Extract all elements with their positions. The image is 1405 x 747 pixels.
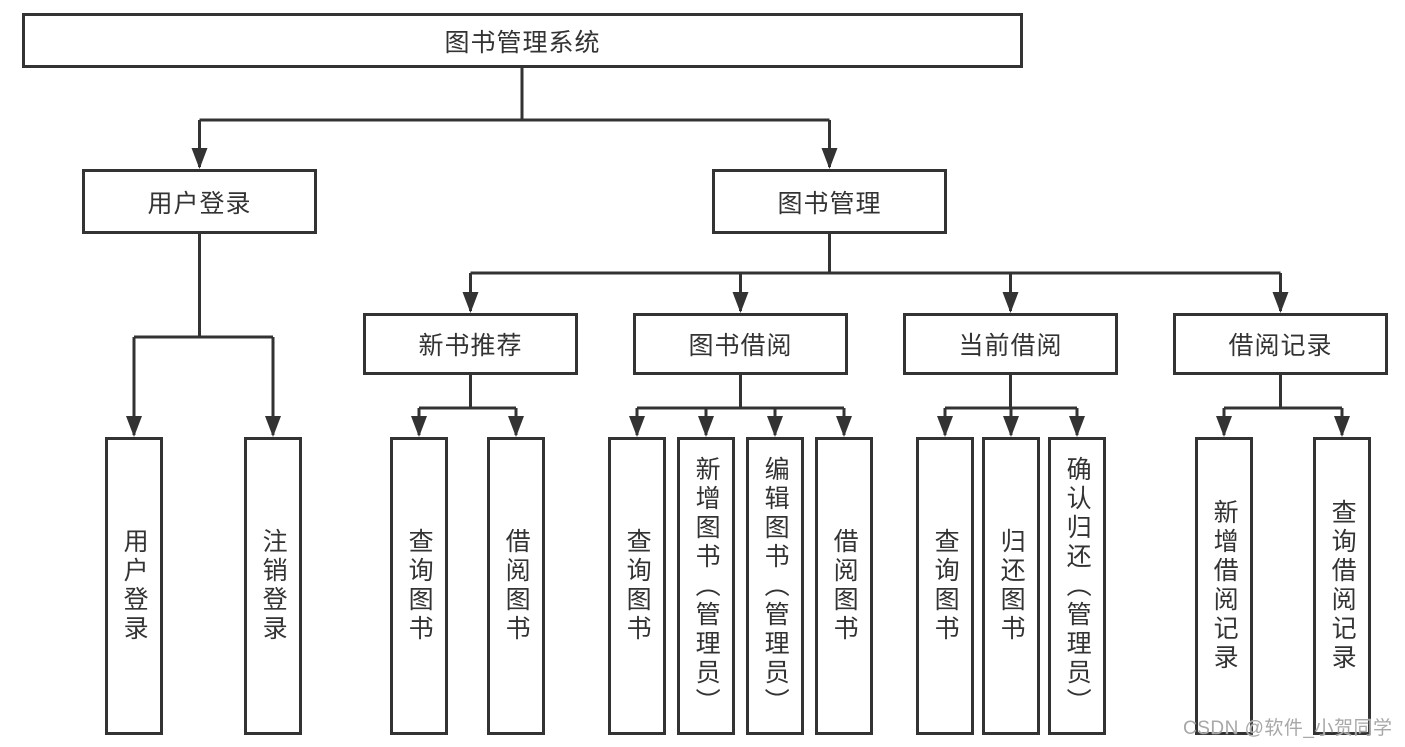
- node-current-borrowing: 当前借阅: [903, 313, 1118, 375]
- connector-book-borrowing-to-leaves: [635, 375, 846, 435]
- leaf-label: 查询借阅记录: [1328, 499, 1357, 673]
- leaf-label: 查询图书: [931, 528, 960, 644]
- arrowheads-borrowing-records-to-leaves: [1216, 416, 1350, 437]
- arrowheads-book-management-to-sections: [462, 292, 1289, 313]
- node-book-borrowing: 图书借阅: [633, 313, 848, 375]
- leaf-logout: 注销登录: [244, 437, 302, 735]
- leaf-query-books-3: 查询图书: [916, 437, 974, 735]
- node-label: 图书借阅: [688, 332, 793, 360]
- leaf-label: 新增图书（管理员）: [692, 455, 721, 717]
- leaf-label: 新增借阅记录: [1210, 499, 1239, 673]
- arrowheads-current-borrowing-to-leaves: [937, 416, 1085, 437]
- node-user-login: 用户登录: [82, 169, 317, 234]
- node-label: 用户登录: [147, 189, 252, 218]
- leaf-query-books-1: 查询图书: [390, 437, 448, 735]
- connector-book-management-to-sections: [469, 234, 1282, 311]
- node-label: 借阅记录: [1228, 332, 1333, 360]
- connector-root-to-level2: [198, 68, 831, 167]
- leaf-borrow-books-1: 借阅图书: [487, 437, 545, 735]
- csdn-watermark: CSDN @软件_小贺同学: [1183, 718, 1393, 739]
- arrowheads-book-borrowing-to-leaves: [629, 416, 852, 437]
- leaf-user-login: 用户登录: [105, 437, 163, 735]
- arrowheads-new-book-to-leaves: [411, 416, 524, 437]
- connector-current-borrowing-to-leaves: [943, 375, 1079, 435]
- node-new-book-recommendation: 新书推荐: [363, 313, 578, 375]
- node-label: 图书管理系统: [444, 28, 601, 57]
- node-label: 当前借阅: [958, 332, 1063, 360]
- connector-borrowing-records-to-leaves: [1222, 375, 1344, 435]
- leaf-borrow-books-2: 借阅图书: [815, 437, 873, 735]
- node-borrowing-records: 借阅记录: [1173, 313, 1388, 375]
- leaf-confirm-return-admin: 确认归还（管理员）: [1048, 437, 1106, 735]
- node-library-management-system: 图书管理系统: [22, 13, 1023, 68]
- leaf-label: 借阅图书: [502, 528, 531, 644]
- leaf-return-books: 归还图书: [982, 437, 1040, 735]
- leaf-label: 编辑图书（管理员）: [761, 455, 790, 717]
- leaf-add-books-admin: 新增图书（管理员）: [677, 437, 735, 735]
- leaf-label: 借阅图书: [830, 528, 859, 644]
- arrowheads-root-to-level2: [191, 148, 838, 169]
- leaf-label: 查询图书: [623, 528, 652, 644]
- connector-new-book-to-leaves: [417, 375, 518, 435]
- node-label: 新书推荐: [418, 332, 523, 360]
- node-book-management: 图书管理: [712, 169, 947, 234]
- leaf-label: 查询图书: [405, 528, 434, 644]
- node-label: 图书管理: [777, 189, 882, 218]
- arrowheads-user-login-to-leaves: [126, 416, 281, 437]
- leaf-label: 注销登录: [259, 528, 288, 644]
- leaf-edit-books-admin: 编辑图书（管理员）: [746, 437, 804, 735]
- leaf-label: 归还图书: [997, 528, 1026, 644]
- leaf-query-borrow-record: 查询借阅记录: [1313, 437, 1371, 735]
- leaf-query-books-2: 查询图书: [608, 437, 666, 735]
- leaf-label: 确认归还（管理员）: [1063, 455, 1092, 717]
- leaf-add-borrow-record: 新增借阅记录: [1195, 437, 1253, 735]
- leaf-label: 用户登录: [120, 528, 149, 644]
- connector-user-login-to-leaves: [132, 234, 275, 435]
